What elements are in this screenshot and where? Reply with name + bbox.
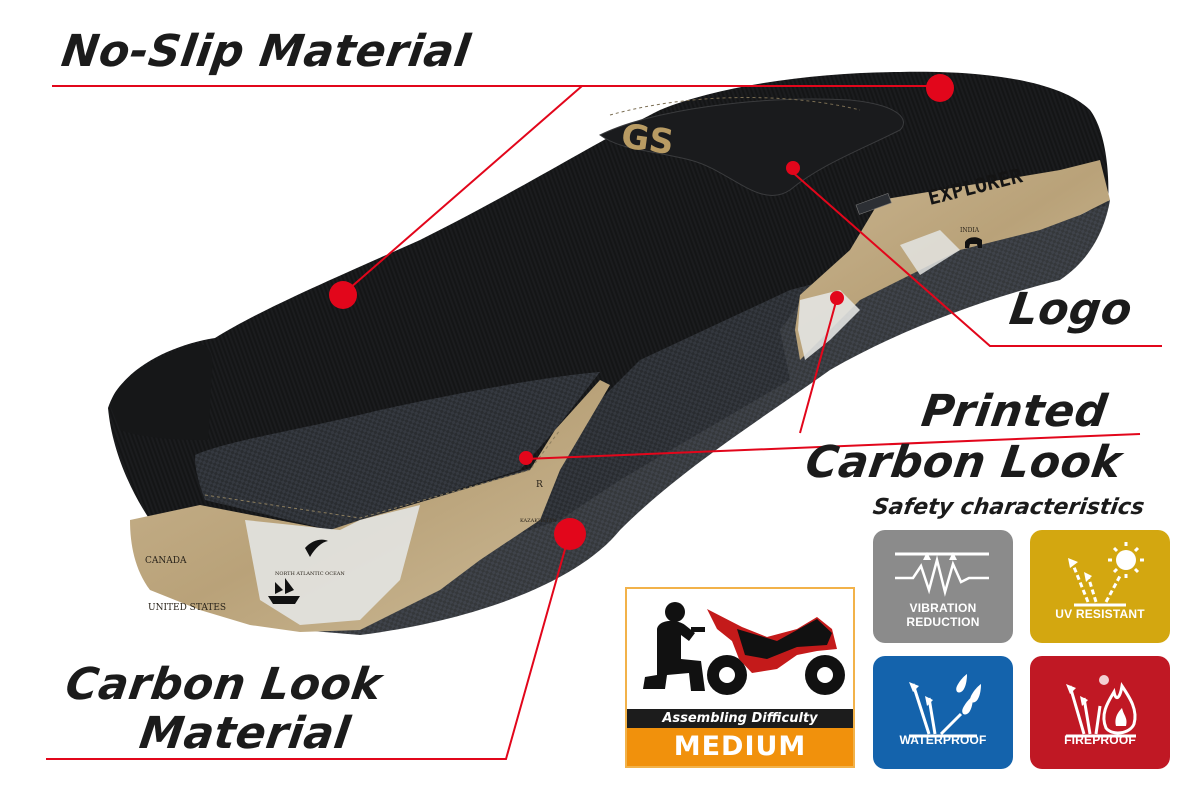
callout-no-slip-material: No-Slip Material bbox=[58, 26, 474, 77]
fireproof-label: FIREPROOF bbox=[1064, 733, 1136, 747]
svg-text:KAZAKHSTAN: KAZAKHSTAN bbox=[520, 518, 557, 524]
safety-characteristics-title: Safety characteristics bbox=[871, 495, 1146, 520]
vibration-icon bbox=[895, 552, 989, 597]
dot-no-slip-top bbox=[926, 74, 954, 102]
brand-tag bbox=[855, 192, 892, 215]
seat-rear-pad bbox=[599, 98, 904, 196]
waterproof-label: WATERPROOF bbox=[899, 733, 987, 747]
assembly-difficulty-badge: Assembling Difficulty MEDIUM bbox=[625, 587, 855, 768]
dot-printed-front bbox=[519, 451, 533, 465]
dot-no-slip-center bbox=[329, 281, 357, 309]
svg-text:NORTH ATLANTIC OCEAN: NORTH ATLANTIC OCEAN bbox=[275, 571, 345, 577]
gs-logo: GS bbox=[619, 116, 676, 163]
assembly-level: MEDIUM bbox=[627, 728, 853, 766]
map-print-front bbox=[130, 380, 610, 632]
svg-text:UNITED STATES: UNITED STATES bbox=[148, 603, 226, 613]
callout-carbon-look-line2: Material bbox=[136, 708, 354, 759]
map-print-rear bbox=[795, 160, 1110, 360]
callout-logo: Logo bbox=[1006, 284, 1136, 335]
safety-tile-uv-resistant: UV RESISTANT bbox=[1030, 530, 1170, 643]
callout-dots bbox=[329, 74, 954, 550]
callout-lines bbox=[46, 85, 1162, 760]
callout-printed-line2: Carbon Look bbox=[802, 437, 1125, 488]
assembly-caption: Assembling Difficulty bbox=[627, 709, 853, 728]
svg-text:INDIA: INDIA bbox=[960, 227, 980, 234]
svg-text:R: R bbox=[536, 480, 543, 490]
uv-sun-icon bbox=[1068, 542, 1144, 607]
mechanic-motorcycle-icon bbox=[643, 602, 845, 695]
seat-pillion-tip bbox=[110, 343, 213, 440]
safety-tile-fireproof: FIREPROOF bbox=[1030, 656, 1170, 769]
dot-carbon-look bbox=[554, 518, 586, 550]
callout-printed-line1: Printed bbox=[918, 386, 1111, 437]
water-drops-icon bbox=[909, 674, 981, 738]
vibration-label-line2: REDUCTION bbox=[906, 615, 980, 629]
carbon-look-panel bbox=[195, 372, 600, 530]
dolphin-icon bbox=[305, 539, 328, 557]
safety-tile-waterproof: WATERPROOF bbox=[873, 656, 1013, 769]
vibration-label-line1: VIBRATION bbox=[909, 601, 977, 615]
svg-text:CANADA: CANADA bbox=[145, 556, 187, 566]
callout-carbon-look-line1: Carbon Look bbox=[62, 659, 385, 710]
elephant-icon bbox=[965, 237, 982, 248]
dot-printed-rear bbox=[830, 291, 844, 305]
dot-logo bbox=[786, 161, 800, 175]
ship-icon bbox=[268, 578, 300, 604]
uv-label: UV RESISTANT bbox=[1055, 607, 1145, 621]
flame-icon bbox=[1066, 675, 1137, 738]
